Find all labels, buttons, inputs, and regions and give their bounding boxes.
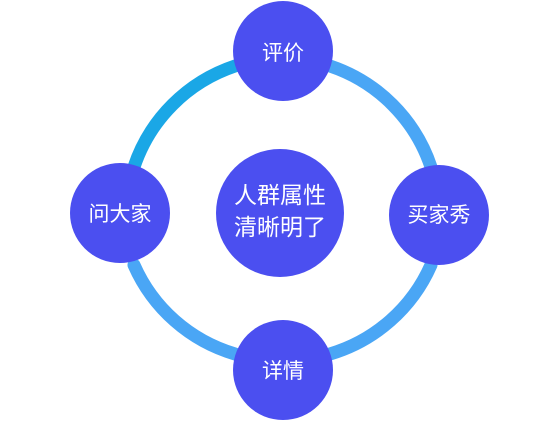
ring-arc-right-bottom — [323, 258, 438, 361]
node-top-label: 评价 — [262, 41, 304, 65]
ring — [127, 59, 438, 361]
node-right: 买家秀 — [389, 165, 489, 265]
ring-arc-top-right — [323, 59, 438, 174]
center-label-line1: 人群属性 — [234, 183, 326, 209]
node-bottom: 详情 — [233, 320, 333, 420]
center-node: 人群属性 清晰明了 — [216, 149, 344, 277]
center-label-line2: 清晰明了 — [234, 215, 326, 241]
node-right-label: 买家秀 — [408, 203, 471, 227]
node-left-label: 问大家 — [89, 202, 152, 226]
node-bottom-label: 详情 — [262, 359, 304, 383]
ring-arc-left-top — [127, 59, 242, 174]
node-left: 问大家 — [70, 163, 170, 263]
ring-arc-bottom-left — [127, 258, 242, 361]
node-top: 评价 — [233, 1, 333, 101]
